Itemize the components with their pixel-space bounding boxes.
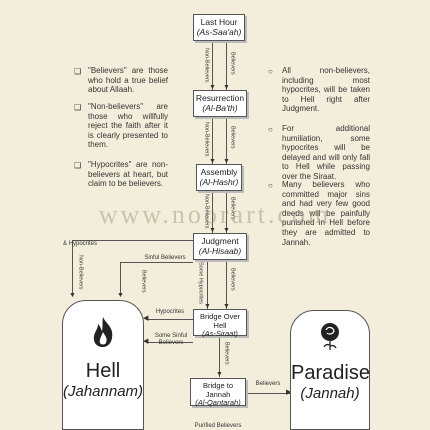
label-believers-3: Believers bbox=[229, 197, 236, 220]
label-believers-1: Believers bbox=[229, 52, 236, 75]
note-hypocrites-delayed: ○ For additional humiliation, some hypoc… bbox=[268, 124, 370, 181]
flow-line-1b bbox=[226, 40, 227, 90]
stage-resurrection: Resurrection (Al-Ba'th) bbox=[193, 90, 247, 117]
checkbox-bullet-icon: ❑ bbox=[74, 161, 82, 170]
label-non-believers-3: Non-Believers bbox=[203, 194, 210, 229]
label-believers-paradise: Believers bbox=[255, 381, 281, 387]
label-some-hypocrites: Some Hypocrites bbox=[197, 262, 204, 304]
stage-last-hour: Last Hour (As-Saa'ah) bbox=[193, 14, 245, 41]
branch-some-sinful bbox=[148, 342, 193, 343]
branch-sinful bbox=[120, 262, 193, 263]
note-non-believers-hell: ○ All non-believers, including most hypo… bbox=[268, 66, 370, 114]
arrow-down-icon: ▼ bbox=[209, 84, 216, 91]
rose-icon bbox=[321, 323, 339, 350]
branch-sinful-down bbox=[120, 262, 121, 296]
flow-line-5 bbox=[219, 335, 220, 377]
flow-line-2 bbox=[212, 116, 213, 164]
branch-to-paradise bbox=[246, 393, 290, 394]
stage-judgment: Judgment (Al-Hisaab) bbox=[193, 233, 247, 260]
label-believers-4: Believers bbox=[229, 268, 236, 291]
label-believers-2: Believers bbox=[229, 126, 236, 149]
label-believers-5: Believers bbox=[223, 342, 230, 365]
checkbox-bullet-icon: ❑ bbox=[74, 103, 82, 112]
arrow-down-icon: ▼ bbox=[209, 158, 216, 165]
hell-block: Hell (Jahannam) bbox=[62, 300, 144, 430]
flow-line-4b bbox=[226, 259, 227, 309]
flow-line-4 bbox=[207, 259, 208, 309]
label-hypocrites: Hypocrites bbox=[155, 309, 185, 315]
flow-line-3b bbox=[226, 190, 227, 233]
arrow-right-icon: ▶ bbox=[286, 389, 292, 396]
note-sinful-believers: ○ Many believers who committed major sin… bbox=[268, 180, 370, 247]
arrow-down-icon: ▼ bbox=[209, 227, 216, 234]
label-purified-believers: Purified Believers bbox=[194, 423, 242, 429]
checkbox-bullet-icon: ❑ bbox=[74, 67, 82, 76]
circle-bullet-icon: ○ bbox=[268, 181, 273, 190]
arrow-left-icon: ◀ bbox=[143, 315, 149, 322]
flow-line-1 bbox=[212, 40, 213, 90]
arrow-down-icon: ▼ bbox=[223, 227, 230, 234]
stage-bridge-over-hell: Bridge Over Hell (As-Siraat) bbox=[193, 309, 247, 338]
arrow-left-icon: ◀ bbox=[143, 338, 149, 345]
stage-bridge-to-jannah: Bridge to Jannah (Al-Qantarah) bbox=[190, 378, 246, 407]
label-believers-left: Believers bbox=[140, 270, 147, 293]
arrow-down-icon: ▼ bbox=[117, 292, 124, 299]
watermark: www.noorart.com bbox=[98, 200, 332, 229]
branch-hypocrites bbox=[148, 319, 193, 320]
circle-bullet-icon: ○ bbox=[268, 125, 273, 134]
flame-icon bbox=[93, 317, 113, 347]
flow-line-3 bbox=[212, 190, 213, 233]
arrow-down-icon: ▼ bbox=[204, 303, 211, 310]
arrow-down-icon: ▼ bbox=[69, 292, 76, 299]
label-sinful-believers: Sinful Believers bbox=[144, 255, 186, 261]
arrow-down-icon: ▼ bbox=[216, 371, 223, 378]
branch-judgment-left bbox=[72, 240, 193, 241]
circle-bullet-icon: ○ bbox=[268, 67, 273, 76]
label-non-believers-left: Non-Believers bbox=[77, 255, 84, 290]
arrow-down-icon: ▼ bbox=[223, 303, 230, 310]
note-believers: ❑ "Believers" are those who hold a true … bbox=[74, 66, 168, 95]
arrow-down-icon: ▼ bbox=[223, 84, 230, 91]
label-non-believers-1: Non-Believers bbox=[203, 48, 210, 83]
label-hypocrites-left: & Hypocrites bbox=[62, 241, 97, 247]
flow-line-2b bbox=[226, 116, 227, 164]
note-non-believers: ❑ "Non-believers" are those who willfull… bbox=[74, 102, 168, 150]
label-some-sinful-believers: Some Sinful Believers bbox=[154, 333, 188, 346]
arrow-down-icon: ▼ bbox=[223, 158, 230, 165]
note-hypocrites: ❑ "Hypocrites" are non-believers at hear… bbox=[74, 160, 168, 189]
branch-left-down bbox=[72, 240, 73, 296]
stage-assembly: Assembly (Al-Hashr) bbox=[196, 164, 242, 191]
paradise-block: Paradise (Jannah) bbox=[290, 310, 370, 430]
label-non-believers-2: Non-Believers bbox=[203, 122, 210, 157]
